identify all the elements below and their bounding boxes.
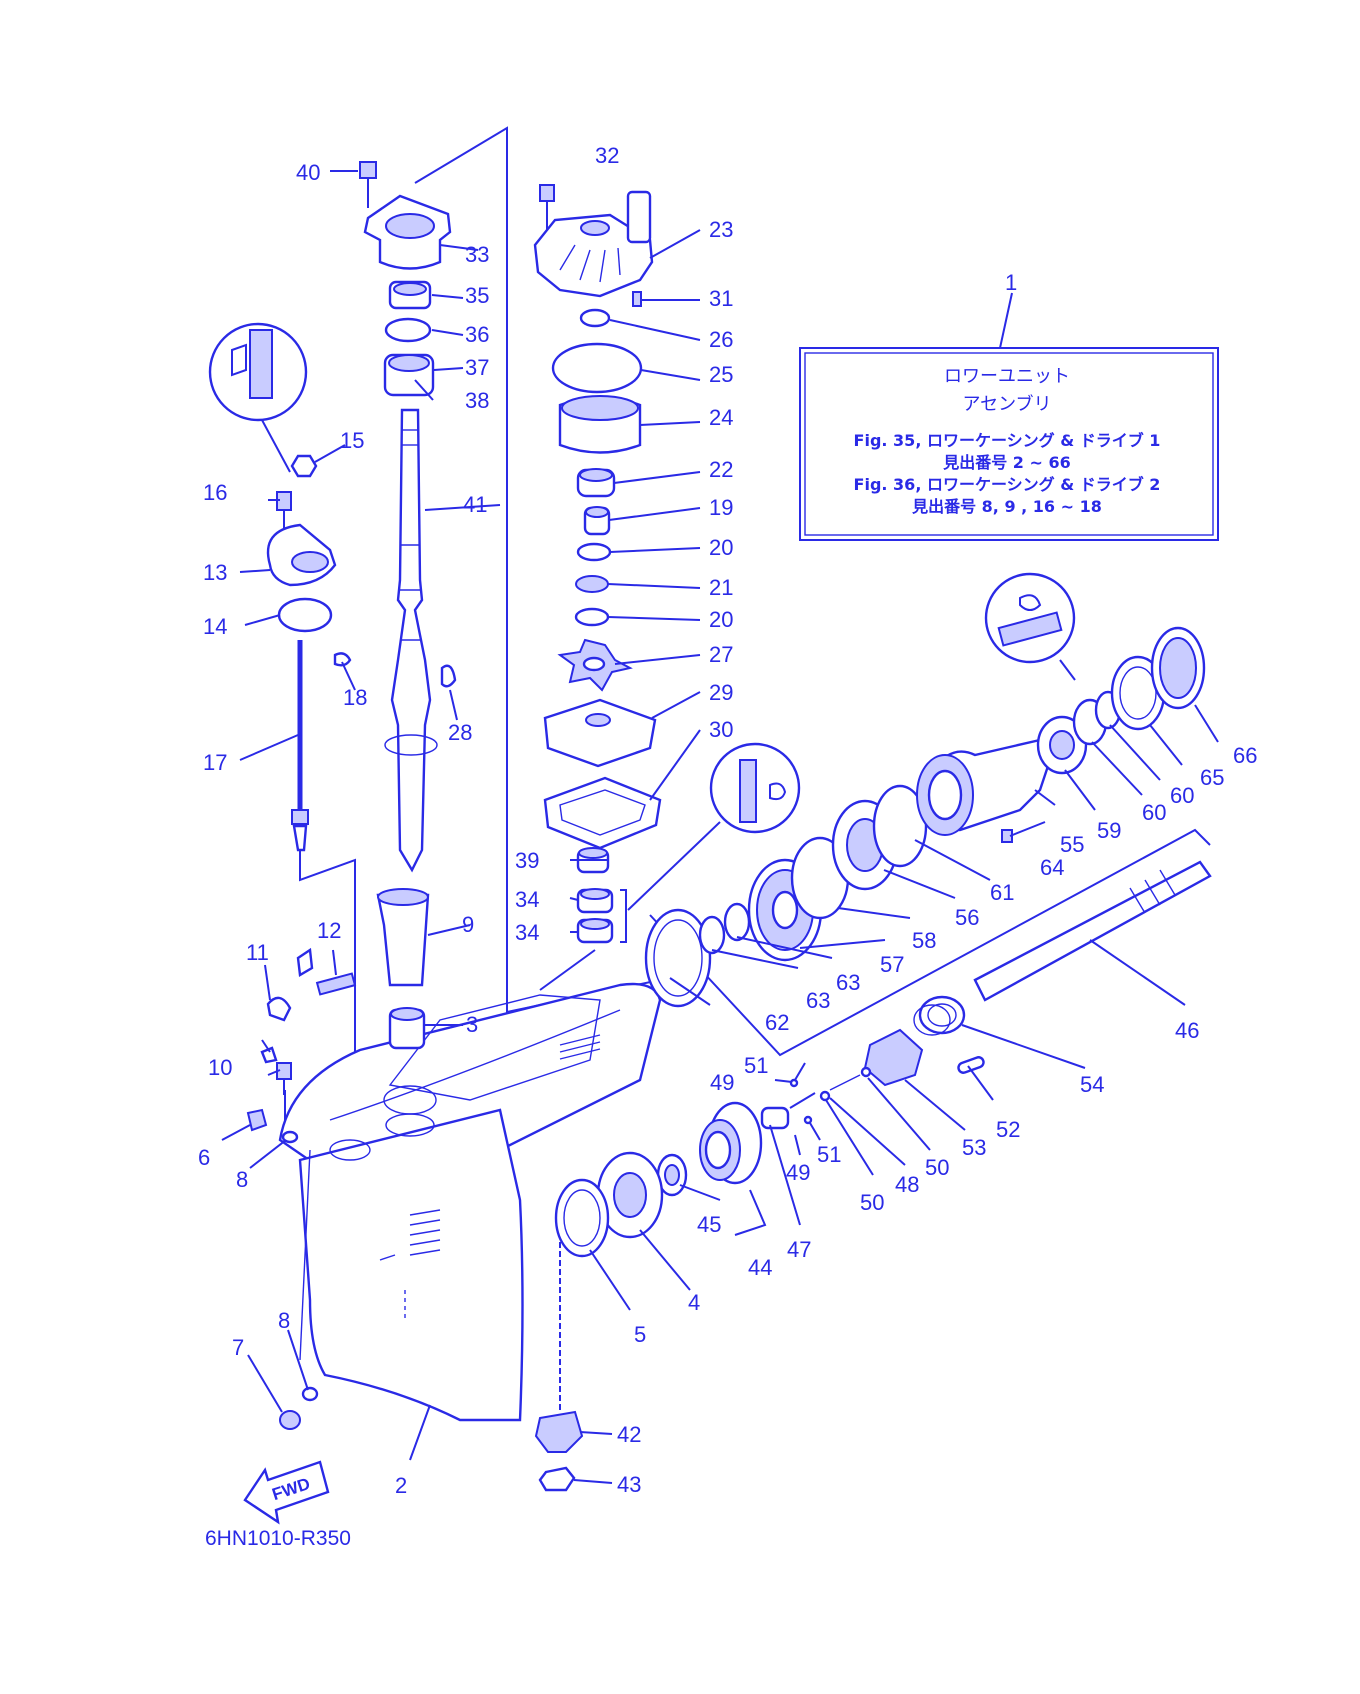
- label-41: 41: [463, 492, 487, 517]
- label-16: 16: [203, 480, 227, 505]
- label-48: 48: [895, 1172, 919, 1197]
- info-box-title-1: ロワーユニット: [944, 366, 1070, 387]
- label-20a: 20: [709, 535, 733, 560]
- label-25: 25: [709, 362, 733, 387]
- label-14: 14: [203, 614, 227, 639]
- label-65: 65: [1200, 765, 1224, 790]
- label-61: 61: [990, 880, 1014, 905]
- label-6: 6: [198, 1145, 210, 1170]
- label-21: 21: [709, 575, 733, 600]
- label-57: 57: [880, 952, 904, 977]
- label-5: 5: [634, 1322, 646, 1347]
- leader-lines: [221, 170, 1219, 1484]
- label-8a: 8: [236, 1167, 248, 1192]
- label-66: 66: [1233, 743, 1257, 768]
- label-13: 13: [203, 560, 227, 585]
- label-26: 26: [709, 327, 733, 352]
- bearing-housing-parts: [644, 572, 1206, 1008]
- label-49b: 49: [786, 1160, 810, 1185]
- label-42: 42: [617, 1422, 641, 1447]
- label-39: 39: [515, 848, 539, 873]
- info-box: 1 ロワーユニット アセンブリ Fig. 35, ロワーケーシング & ドライブ…: [799, 270, 1219, 541]
- label-30: 30: [709, 717, 733, 742]
- label-60b: 60: [1170, 783, 1194, 808]
- label-34a: 34: [515, 887, 539, 912]
- drive-shaft-parts: [359, 161, 457, 1050]
- label-23: 23: [709, 217, 733, 242]
- label-43: 43: [617, 1472, 641, 1497]
- label-51b: 51: [817, 1142, 841, 1167]
- label-45: 45: [697, 1212, 721, 1237]
- label-56: 56: [955, 905, 979, 930]
- lower-casing: [278, 982, 662, 1461]
- label-11: 11: [246, 940, 269, 965]
- label-50a: 50: [925, 1155, 949, 1180]
- label-37: 37: [465, 355, 489, 380]
- label-17: 17: [203, 750, 227, 775]
- label-63a: 63: [806, 988, 830, 1013]
- propeller-shaft-parts: [534, 860, 1212, 1492]
- label-60a: 60: [1142, 800, 1166, 825]
- label-62: 62: [765, 1010, 789, 1035]
- label-28: 28: [448, 720, 472, 745]
- label-10: 10: [208, 1055, 232, 1080]
- label-53: 53: [962, 1135, 986, 1160]
- label-38: 38: [465, 388, 489, 413]
- label-31: 31: [709, 286, 733, 311]
- left-column-parts: FWD: [208, 322, 357, 1525]
- label-34b: 34: [515, 920, 539, 945]
- label-7: 7: [232, 1335, 244, 1360]
- label-40: 40: [296, 160, 320, 185]
- label-51a: 51: [744, 1053, 768, 1078]
- info-box-line-2: 見出番号 2 ~ 66: [942, 453, 1071, 472]
- label-20b: 20: [709, 607, 733, 632]
- part-number-labels: 2 3 4 5 6 7 8 8 9 10 11 12 13 14 15 16 1…: [198, 143, 1257, 1498]
- label-35: 35: [465, 283, 489, 308]
- label-4: 4: [688, 1290, 700, 1315]
- label-8b: 8: [278, 1308, 290, 1333]
- label-46: 46: [1175, 1018, 1199, 1043]
- label-3: 3: [466, 1012, 478, 1037]
- label-54: 54: [1080, 1072, 1104, 1097]
- label-18: 18: [343, 685, 367, 710]
- info-box-line-1: Fig. 35, ロワーケーシング & ドライブ 1: [854, 431, 1161, 450]
- label-44: 44: [748, 1255, 772, 1280]
- label-32: 32: [595, 143, 619, 168]
- label-59: 59: [1097, 818, 1121, 843]
- info-box-ref-number: 1: [1005, 270, 1017, 295]
- info-box-line-3: Fig. 36, ロワーケーシング & ドライブ 2: [854, 475, 1161, 494]
- label-50b: 50: [860, 1190, 884, 1215]
- label-29: 29: [709, 680, 733, 705]
- water-pump-parts: [533, 184, 801, 944]
- label-33: 33: [465, 242, 489, 267]
- label-36: 36: [465, 322, 489, 347]
- label-2: 2: [395, 1473, 407, 1498]
- label-19: 19: [709, 495, 733, 520]
- label-64: 64: [1040, 855, 1064, 880]
- label-22: 22: [709, 457, 733, 482]
- label-55: 55: [1060, 832, 1084, 857]
- label-15: 15: [340, 428, 364, 453]
- diagram-code: 6HN1010-R350: [205, 1527, 351, 1550]
- label-52: 52: [996, 1117, 1020, 1142]
- label-24: 24: [709, 405, 733, 430]
- label-49a: 49: [710, 1070, 734, 1095]
- label-27: 27: [709, 642, 733, 667]
- label-58: 58: [912, 928, 936, 953]
- label-47: 47: [787, 1237, 811, 1262]
- label-9: 9: [462, 912, 474, 937]
- label-12: 12: [317, 918, 341, 943]
- info-box-line-4: 見出番号 8, 9 , 16 ~ 18: [911, 497, 1102, 516]
- label-63b: 63: [836, 970, 860, 995]
- info-box-title-2: アセンブリ: [962, 393, 1051, 415]
